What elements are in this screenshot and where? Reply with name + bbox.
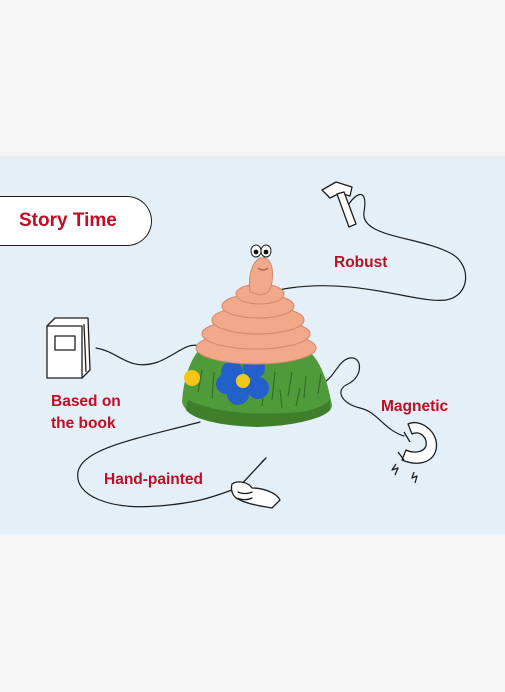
yellow-flower (184, 370, 200, 386)
brush-hand-icon (230, 457, 281, 509)
connector-robust (273, 193, 467, 302)
connector-book (95, 344, 201, 366)
feature-label-based-on-book: Based on the book (51, 393, 121, 432)
blue-flower (216, 357, 269, 405)
connector-painted (77, 421, 233, 508)
hammer-icon (321, 181, 357, 228)
connector-magnetic (321, 357, 405, 437)
worm-eyes (250, 244, 272, 271)
feature-label-hand-painted: Hand-painted (104, 471, 204, 488)
toy-figure (182, 244, 332, 427)
magnet-icon (391, 422, 438, 484)
feature-label-magnetic: Magnetic (381, 398, 449, 415)
feature-label-robust: Robust (334, 254, 388, 271)
story-time-badge: Story Time (0, 196, 152, 246)
book-icon (46, 317, 91, 379)
worm-coil (195, 257, 317, 365)
connector-lines (77, 193, 467, 508)
